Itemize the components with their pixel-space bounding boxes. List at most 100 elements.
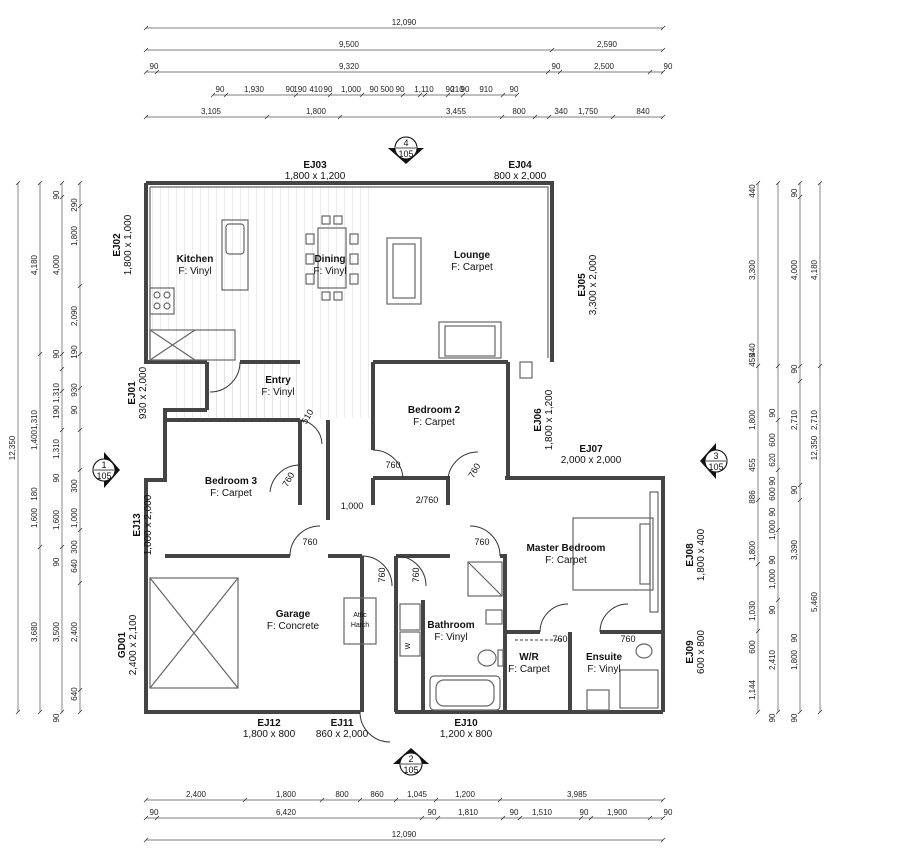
window-id: EJ10 [454,718,478,729]
room-name: Bedroom 3 [205,476,258,487]
dimension-tick [755,497,761,503]
dimension-tick [647,69,653,75]
dimension-label: 90 [768,408,777,417]
dimension-label: 860 [370,790,384,799]
door-width-label: 760 [280,470,296,488]
room-floor: F: Vinyl [178,266,211,277]
dimension-tick [497,797,503,803]
dimension-tick [797,194,803,200]
dimension-tick [817,709,823,715]
dimension-tick [143,25,149,31]
window-size: 1,800 x 1,200 [285,171,346,182]
dimension-label: 90 [52,473,61,482]
dimension-tick [77,283,83,289]
section-number: 1 [101,460,106,470]
section-number: 2 [408,754,413,764]
dimension-tick [817,363,823,369]
door-width-label: 760 [474,537,489,547]
dimension-tick [77,180,83,186]
attic-hatch-label: Attic [353,612,367,619]
dimension-tick [500,92,506,98]
dimension-label: 90 [664,808,673,817]
dimension-label: 3,985 [567,790,588,799]
dimension-tick [77,687,83,693]
dimension-label: 9,320 [339,62,360,71]
dimension-tick [775,709,781,715]
room-name: W/R [519,652,539,663]
dimension-label: 90 [664,62,673,71]
window-size: 1,200 x 800 [440,729,493,740]
dimension-tick [610,114,616,120]
dimension-tick [77,580,83,586]
room-name: Dining [314,254,345,265]
dimension-tick [433,797,439,803]
dimension-tick [797,497,803,503]
vinyl-floor-hatching [150,186,373,420]
thin-walls [149,186,659,711]
room-name: Garage [276,609,311,620]
dimension-label: 1,600 [52,509,61,530]
dimension-tick [755,180,761,186]
dimension-label: 1,750 [578,107,599,116]
dimension-label: 2,400 [70,621,79,642]
dimension-tick [337,114,343,120]
dimension-label: 4,180 [810,259,819,280]
dimension-tick [546,114,552,120]
window-id: EJ05 [577,273,588,297]
dimension-tick [514,92,520,98]
dimension-label: 300 [70,540,79,554]
section-sheet: 105 [708,462,723,472]
dimension-tick [77,709,83,715]
washer-label: W [405,642,412,649]
door-swings [209,361,629,743]
dimension-tick [660,47,666,53]
window-id: EJ11 [331,718,354,729]
window-id: EJ08 [685,543,696,567]
dimension-label: 90 [216,85,225,94]
dimension-label: 340 [554,107,568,116]
window-id: EJ12 [257,718,281,729]
dimension-tick [532,114,538,120]
dimension-label: 90 [790,364,799,373]
dimension-tick [775,180,781,186]
section-sheet: 105 [403,765,418,775]
dimension-label: 90 [52,713,61,722]
dimension-label: 90 [790,633,799,642]
dimension-label: 90 [286,85,295,94]
dimension-label: 886 [748,490,757,504]
dimension-label: 90 [446,85,455,94]
dimension-label: 190 [70,345,79,359]
dimension-tick [775,417,781,423]
dimension-tick [154,69,160,75]
dimension-label: 1,000 [341,85,362,94]
dimension-label: 1,000 [768,519,777,540]
room-floor: F: Vinyl [261,387,294,398]
dimension-tick [37,180,43,186]
dimension-tick [422,92,428,98]
dimension-label: 3,680 [30,621,39,642]
dimension-label: 4,000 [52,254,61,275]
dimension-label: 1,310 [52,438,61,459]
dimension-label: 2,400 [186,790,207,799]
dimension-tick [77,351,83,357]
dimension-label: 455 [748,353,757,367]
dimension-label: 90 [580,808,589,817]
dimension-tick [545,69,551,75]
dimension-tick [357,797,363,803]
dimension-label: 1,800 [748,409,757,430]
window-size: 1,800 x 1,000 [123,214,134,275]
dimension-tick [797,709,803,715]
dimension-label: 910 [479,85,493,94]
window-size: 860 x 2,000 [316,729,369,740]
dimension-tick [460,92,466,98]
dimension-label: 90 [552,62,561,71]
dimension-tick [400,92,406,98]
room-name: Master Bedroom [527,543,606,554]
dimension-tick [499,114,505,120]
dimension-label: 410 [309,85,323,94]
